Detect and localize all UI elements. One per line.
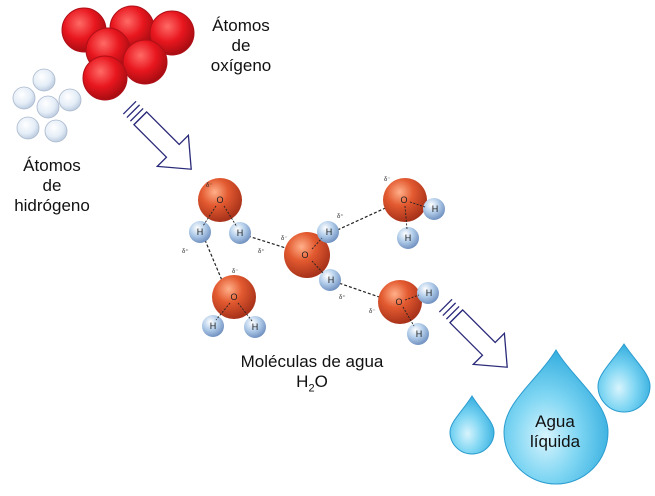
liquid-label-line: líquida [529, 432, 581, 451]
hydrogen-label-line: Átomos [23, 156, 81, 175]
oxygen-atom [149, 10, 195, 56]
atom-symbol: H [416, 329, 423, 339]
atom-symbol: H [432, 204, 439, 214]
atom-symbol: H [426, 288, 433, 298]
water-molecule: O H H δ⁻ [202, 269, 266, 338]
hydrogen-atom [12, 86, 36, 110]
partial-charge: δ⁻ [206, 183, 213, 189]
atom-symbol: H [197, 227, 204, 237]
hydrogen-atom [16, 116, 40, 140]
oxygen-atoms-cluster [61, 5, 195, 101]
atom-symbol: O [301, 250, 308, 260]
hydrogen-atom [397, 227, 419, 249]
partial-charge: δ⁻ [232, 269, 239, 275]
water-molecule: O H H δ⁻ [369, 280, 439, 345]
hydrogen-atom [44, 119, 68, 143]
water-droplet-large [503, 349, 609, 485]
hydrogen-atom [317, 221, 339, 243]
hydrogen-atom [32, 68, 56, 92]
partial-charge: δ⁺ [182, 248, 189, 255]
water-droplet-medium [597, 343, 651, 413]
partial-charge: δ⁺ [337, 213, 344, 220]
oxygen-atoms-label: Átomos de oxígeno [196, 16, 286, 76]
hydrogen-atoms-label: Átomos de hidrógeno [4, 156, 100, 216]
formula-subscript: 2 [308, 382, 315, 395]
oxygen-atom [82, 55, 128, 101]
hydrogen-atom [417, 282, 439, 304]
oxygen-atom [284, 232, 330, 278]
hydrogen-bond [247, 235, 293, 251]
hydrogen-atom [189, 221, 211, 243]
partial-charge: δ⁺ [339, 294, 346, 301]
liquid-label-line: Agua [535, 412, 575, 431]
formula-o: O [314, 372, 328, 391]
hydrogen-atoms-cluster [12, 68, 82, 143]
hydrogen-bond [332, 204, 393, 233]
hydrogen-atom [58, 88, 82, 112]
molecules-caption: Moléculas de agua [240, 352, 384, 371]
partial-charge: δ⁻ [369, 309, 376, 315]
oxygen-atom [378, 280, 422, 324]
atom-symbol: O [400, 195, 407, 205]
formula-h: H [296, 372, 309, 391]
partial-charge: δ⁻ [384, 177, 391, 183]
hydrogen-atom [36, 95, 60, 119]
oxygen-label-line: oxígeno [210, 56, 272, 75]
oxygen-atom [198, 178, 242, 222]
atom-symbol: O [395, 297, 402, 307]
atom-symbol: H [210, 321, 217, 331]
water-molecule: O H H δ⁻ [383, 177, 445, 249]
atom-symbol: O [230, 292, 237, 302]
hydrogen-atom [202, 315, 224, 337]
atom-symbol: H [326, 227, 333, 237]
atom-symbol: H [405, 233, 412, 243]
atom-symbol: O [216, 195, 223, 205]
water-molecule: O H H δ⁻ δ⁺ δ⁺ [281, 213, 346, 301]
hydrogen-label-line: hidrógeno [14, 196, 90, 215]
water-molecules-label: Moléculas de agua H2O [222, 352, 402, 398]
atom-symbol: H [328, 275, 335, 285]
partial-charge: δ⁻ [281, 236, 288, 242]
hydrogen-atom [407, 323, 429, 345]
water-formula: H2O [222, 372, 402, 398]
atom-symbol: H [237, 228, 244, 238]
hydrogen-atom [244, 316, 266, 338]
hydrogen-atom [319, 269, 341, 291]
oxygen-atom [383, 178, 427, 222]
oxygen-atom [122, 39, 168, 85]
partial-charge: δ⁺ [258, 248, 265, 255]
liquid-water-label: Agua líquida [512, 412, 598, 452]
water-molecule: O H H δ⁻ δ⁺ δ⁺ [182, 178, 265, 255]
water-droplet-small [449, 395, 495, 455]
atom-symbol: H [252, 322, 259, 332]
arrow-atoms-to-molecules [122, 100, 192, 170]
hydrogen-label-line: de [42, 176, 62, 195]
water-droplets [449, 343, 651, 485]
oxygen-label-line: de [231, 36, 251, 55]
hydrogen-atom [423, 198, 445, 220]
hydrogen-atom [229, 222, 251, 244]
oxygen-atom [212, 275, 256, 319]
oxygen-label-line: Átomos [212, 16, 270, 35]
arrow-molecules-to-liquid [438, 298, 508, 368]
